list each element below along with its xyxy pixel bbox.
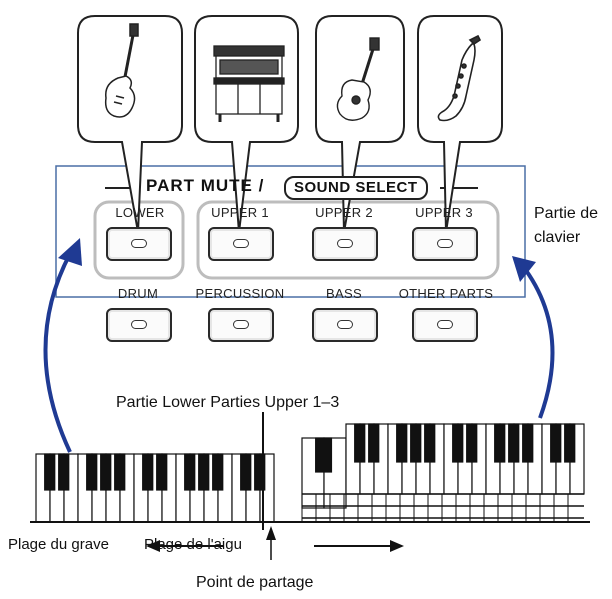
lower-kb-black-key: [184, 453, 196, 491]
percussion-label: PERCUSSION: [195, 286, 285, 301]
treble-range-label: Plage de l'aigu: [144, 536, 242, 553]
upper-3-button[interactable]: [412, 227, 478, 261]
split-point-label: Point de partage: [196, 574, 314, 591]
bass-range-label: Plage du grave: [8, 536, 109, 553]
split-point-arrow-head: [266, 526, 276, 540]
lower-led: [131, 239, 147, 248]
panel-frame: [55, 165, 526, 298]
lower-kb-black-key: [86, 453, 98, 491]
left-arrow-head: [58, 238, 82, 266]
other-parts-led: [437, 320, 453, 329]
piano-icon: [213, 45, 285, 122]
saxophone-icon: [437, 34, 482, 122]
percussion-button[interactable]: [208, 308, 274, 342]
upper-1-label: UPPER 1: [211, 205, 269, 220]
upper-kb-1-black-key: [522, 423, 534, 463]
other-parts-label: OTHER PARTS: [398, 286, 494, 301]
drum-button[interactable]: [106, 308, 172, 342]
treble-range-arrow-head: [390, 540, 404, 552]
lower-kb-black-key: [212, 453, 224, 491]
bass-label: BASS: [326, 286, 362, 301]
upper-3-label: UPPER 3: [415, 205, 473, 220]
upper-kb-1-black-key: [494, 423, 506, 463]
lower-kb-black-key: [254, 453, 266, 491]
upper-kb-1-black-key: [424, 423, 436, 463]
lower-kb-black-key: [142, 453, 154, 491]
bass-led: [337, 320, 353, 329]
bass-range-arrow-head: [146, 540, 160, 552]
lower-kb-black-key: [198, 453, 210, 491]
upper3-kb-start-black-key: [315, 437, 333, 473]
upper-kb-1-black-key: [354, 423, 366, 463]
percussion-led: [233, 320, 249, 329]
acoustic-guitar-icon: [336, 37, 380, 121]
keyboard-part-label-1: Partie de: [534, 205, 599, 222]
upper-kb-1-black-key: [368, 423, 380, 463]
lower-button[interactable]: [106, 227, 172, 261]
bass-button[interactable]: [312, 308, 378, 342]
parts-caption: Partie Lower Parties Upper 1–3: [116, 394, 340, 411]
lower-label: LOWER: [115, 205, 165, 220]
lower-kb-black-key: [100, 453, 112, 491]
upper-2-button[interactable]: [312, 227, 378, 261]
upper-kb-1-black-key: [396, 423, 408, 463]
bubble-electric-guitar: [77, 15, 183, 233]
upper-kb-1-black-key: [466, 423, 478, 463]
keyboard-part-label-2: clavier: [534, 229, 581, 246]
sound-select-label[interactable]: SOUND SELECT: [284, 176, 428, 200]
lower-kb-black-key: [240, 453, 252, 491]
lower-kb-black-key: [44, 453, 56, 491]
right-curved-arrow: [520, 263, 555, 419]
lower-kb-black-key: [114, 453, 126, 491]
upper-kb-1-black-key: [564, 423, 576, 463]
drum-led: [131, 320, 147, 329]
left-curved-arrow: [43, 249, 74, 453]
lower-kb-black-key: [58, 453, 70, 491]
upper-kb-1-black-key: [410, 423, 422, 463]
upper-2-led: [337, 239, 353, 248]
right-arrow-head: [512, 256, 536, 282]
upper-kb-1-black-key: [508, 423, 520, 463]
other-parts-button[interactable]: [412, 308, 478, 342]
panel-title: PART MUTE /: [146, 176, 265, 195]
upper-kb-1-black-key: [550, 423, 562, 463]
drum-label: DRUM: [117, 286, 159, 301]
bubble-saxophone: [417, 15, 503, 233]
lower-kb-black-key: [156, 453, 168, 491]
upper-kb-1-black-key: [452, 423, 464, 463]
electric-guitar-icon: [104, 23, 139, 118]
upper-1-button[interactable]: [208, 227, 274, 261]
keyboards: [30, 423, 590, 523]
upper-3-led: [437, 239, 453, 248]
upper-2-label: UPPER 2: [315, 205, 373, 220]
upper-1-led: [233, 239, 249, 248]
